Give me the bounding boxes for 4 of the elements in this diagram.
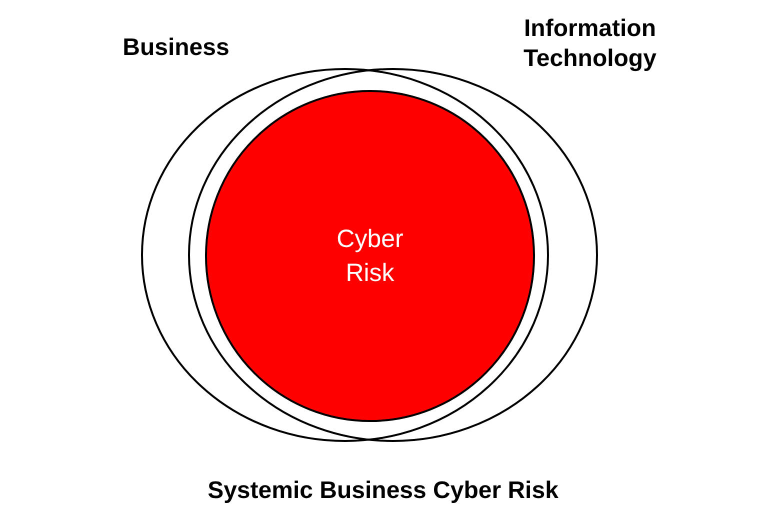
set-heading: Information Technology (522, 14, 658, 74)
set-heading: Business (122, 33, 230, 63)
circle-label: Cyber Risk (336, 224, 404, 289)
diagram-caption: Systemic Business Cyber Risk (208, 477, 558, 504)
